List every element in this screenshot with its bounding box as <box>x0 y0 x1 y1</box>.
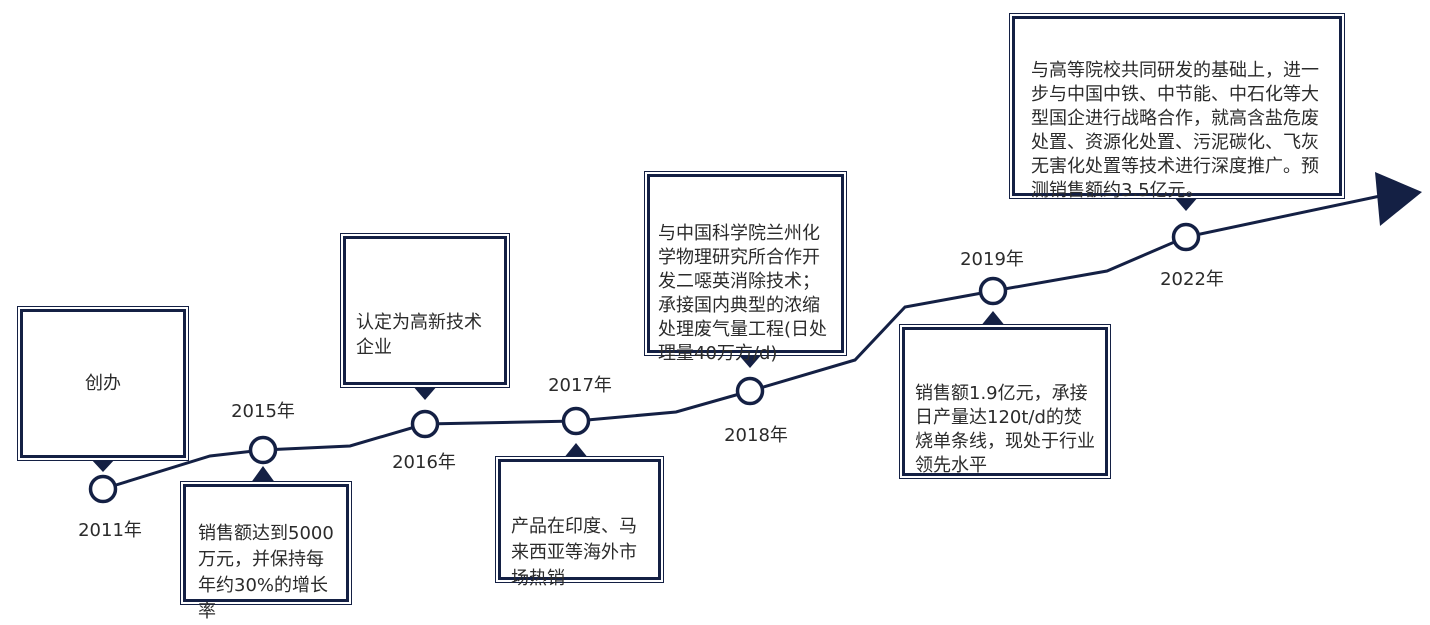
timeline-line <box>102 193 1386 491</box>
milestone-node-2019 <box>978 276 1008 306</box>
milestone-node-2018 <box>735 376 765 406</box>
milestone-text-2016: 认定为高新技术企业 <box>356 312 482 358</box>
year-label-2015: 2015年 <box>231 401 295 422</box>
callout-pointer-2011 <box>90 458 116 472</box>
callout-pointer-2018 <box>737 353 763 368</box>
milestone-box-2011: 创办 <box>20 309 186 458</box>
milestone-box-2022: 与高等院校共同研发的基础上，进一步与中国中铁、中节能、中石化等大型国企进行战略合… <box>1012 16 1342 201</box>
callout-pointer-2019 <box>980 311 1006 327</box>
milestone-node-2016 <box>410 409 440 439</box>
year-label-2019: 2019年 <box>960 249 1024 270</box>
milestone-text-2019: 销售额1.9亿元，承接日产量达120t/d的焚烧单条线，现处于行业领先水平 <box>915 383 1095 476</box>
milestone-text-2022: 与高等院校共同研发的基础上，进一步与中国中铁、中节能、中石化等大型国企进行战略合… <box>1031 60 1319 201</box>
milestone-box-2019: 销售额1.9亿元，承接日产量达120t/d的焚烧单条线，现处于行业领先水平 <box>902 327 1108 476</box>
year-label-2017: 2017年 <box>548 375 612 396</box>
milestone-node-2022 <box>1171 222 1201 252</box>
milestone-text-2017: 产品在印度、马来西亚等海外市场热销 <box>511 516 637 589</box>
milestone-node-2015 <box>248 435 278 465</box>
year-label-2018: 2018年 <box>724 425 788 446</box>
year-label-2011: 2011年 <box>78 520 142 541</box>
milestone-text-2018: 与中国科学院兰州化学物理研究所合作开发二噁英消除技术；承接国内典型的浓缩处理废气… <box>658 223 828 364</box>
milestone-box-2016: 认定为高新技术企业 <box>343 236 507 385</box>
callout-pointer-2016 <box>412 385 438 400</box>
milestone-text-2011: 创办 <box>85 373 121 394</box>
callout-pointers <box>90 196 1199 484</box>
timeline-arrowhead <box>1375 172 1422 226</box>
callout-pointer-2015 <box>250 466 276 484</box>
milestone-node-2017 <box>561 406 591 436</box>
callout-pointer-2017 <box>563 443 589 459</box>
milestone-node-2011 <box>88 474 118 504</box>
milestone-box-2018: 与中国科学院兰州化学物理研究所合作开发二噁英消除技术；承接国内典型的浓缩处理废气… <box>647 174 844 364</box>
milestone-box-2015: 销售额达到5000万元，并保持每年约30%的增长率 <box>183 484 349 622</box>
callout-pointer-2022 <box>1173 196 1199 211</box>
year-label-2022: 2022年 <box>1160 269 1224 290</box>
milestone-nodes <box>88 222 1201 504</box>
milestone-box-2017: 产品在印度、马来西亚等海外市场热销 <box>498 459 661 589</box>
milestone-text-2015: 销售额达到5000万元，并保持每年约30%的增长率 <box>198 523 334 622</box>
year-label-2016: 2016年 <box>392 452 456 473</box>
